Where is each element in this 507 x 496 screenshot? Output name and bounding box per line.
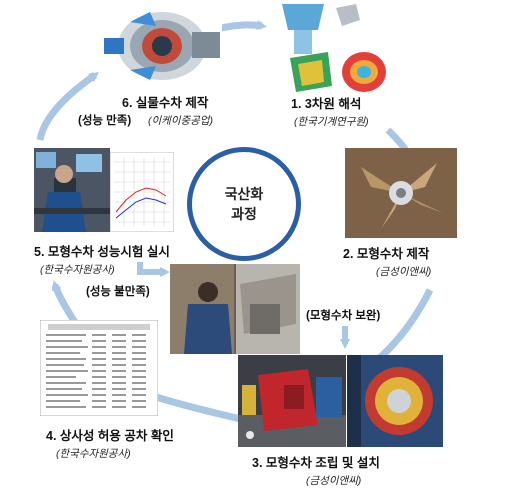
- step6-org: (이케이중공업): [148, 115, 213, 127]
- center-title-line2: 과정: [231, 206, 257, 222]
- arrow-5-to-retest: [137, 262, 170, 277]
- step3-assembly-image-left: [238, 355, 346, 447]
- step6-turbine-image: [100, 2, 222, 90]
- step4-label: 4. 상사성 허용 공차 확인: [46, 429, 174, 443]
- step3-org: (금성이앤씨): [306, 475, 362, 487]
- step1-org: (한국기계연구원): [294, 116, 369, 128]
- center-circle: 국산화 과정: [187, 147, 301, 261]
- step1-label: 1. 3차원 해석: [291, 97, 362, 111]
- arrow-3-to-4: [145, 391, 246, 424]
- test-worker-image: [170, 264, 300, 354]
- step5-org: (한국수자원공사): [40, 264, 115, 276]
- step5-label: 5. 모형수차 성능시험 실시: [34, 245, 170, 259]
- note-satisfied: (성능 만족): [78, 115, 132, 127]
- note-unsatisfied: (성능 불만족): [86, 286, 150, 298]
- center-title-line1: 국산화: [224, 186, 264, 202]
- step4-org: (한국수자원공사): [56, 448, 131, 460]
- step6-label: 6. 실물수차 제작: [122, 96, 209, 110]
- step2-label: 2. 모형수차 제작: [343, 247, 430, 261]
- step3-label: 3. 모형수차 조립 및 설치: [252, 456, 380, 470]
- step1-analysis-image: [272, 0, 390, 100]
- step3-assembly-image-right: [347, 355, 443, 447]
- arrow-5-to-6: [36, 72, 100, 141]
- step5-graph-image: [110, 152, 174, 232]
- step2-org: (금성이앤씨): [376, 266, 432, 278]
- step4-document-image: [40, 320, 158, 416]
- step2-runner-image: [345, 148, 457, 238]
- note-supplement: (모형수차 보완): [306, 310, 381, 322]
- step5-control-room-image: [34, 148, 110, 232]
